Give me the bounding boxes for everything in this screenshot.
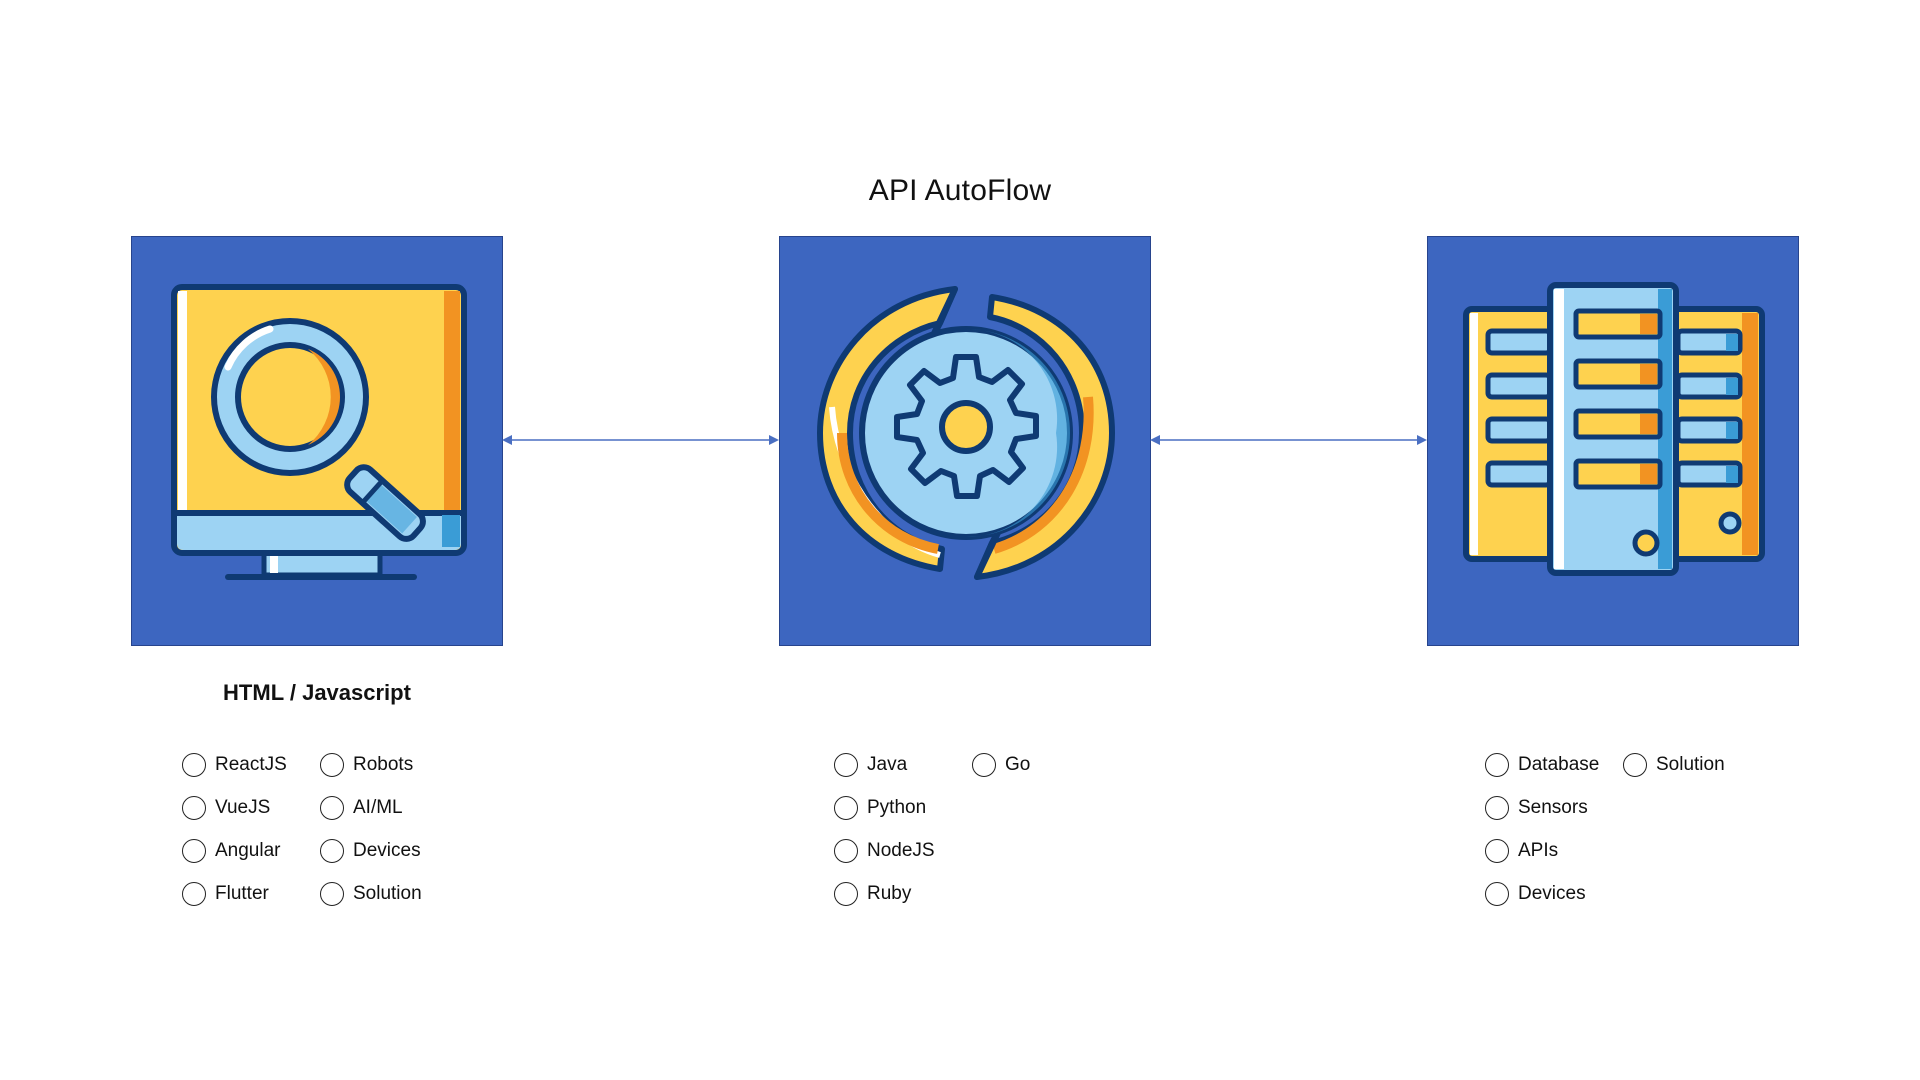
option-label: AI/ML [353, 797, 403, 818]
server-rack-icon [1463, 282, 1765, 576]
option-label: Java [867, 754, 908, 775]
radio-button[interactable] [1485, 796, 1509, 820]
radio-button[interactable] [320, 839, 344, 863]
radio-button[interactable] [1485, 882, 1509, 906]
radio-button[interactable] [320, 796, 344, 820]
left-connector-arrow [502, 435, 779, 445]
option-flutter[interactable]: Flutter [182, 880, 269, 908]
option-nodejs[interactable]: NodeJS [834, 837, 935, 865]
radio-button[interactable] [182, 753, 206, 777]
option-label: Angular [215, 840, 281, 861]
option-devices[interactable]: Devices [320, 837, 421, 865]
option-label: Solution [1656, 754, 1725, 775]
option-label: ReactJS [215, 754, 287, 775]
option-solution[interactable]: Solution [320, 880, 422, 908]
option-go[interactable]: Go [972, 751, 1030, 779]
option-label: Solution [353, 883, 422, 904]
radio-button[interactable] [1485, 753, 1509, 777]
option-reactjs[interactable]: ReactJS [182, 751, 287, 779]
option-ai-ml[interactable]: AI/ML [320, 794, 403, 822]
radio-button[interactable] [1623, 753, 1647, 777]
diagram-title: API AutoFlow [868, 174, 1052, 207]
right-connector-arrow [1150, 435, 1427, 445]
option-sensors[interactable]: Sensors [1485, 794, 1588, 822]
option-label: Devices [1518, 883, 1586, 904]
option-label: APIs [1518, 840, 1559, 861]
option-ruby[interactable]: Ruby [834, 880, 911, 908]
option-label: VueJS [215, 797, 271, 818]
option-label: Robots [353, 754, 414, 775]
radio-button[interactable] [834, 882, 858, 906]
frontend-panel [131, 236, 503, 646]
option-robots[interactable]: Robots [320, 751, 413, 779]
option-devices-data[interactable]: Devices [1485, 880, 1586, 908]
option-database[interactable]: Database [1485, 751, 1599, 779]
option-label: Sensors [1518, 797, 1588, 818]
option-label: NodeJS [867, 840, 935, 861]
option-angular[interactable]: Angular [182, 837, 281, 865]
radio-button[interactable] [182, 839, 206, 863]
option-java[interactable]: Java [834, 751, 907, 779]
frontend-group-label: HTML / Javascript [223, 680, 411, 705]
backend-panel [779, 236, 1151, 646]
option-python[interactable]: Python [834, 794, 926, 822]
radio-button[interactable] [320, 753, 344, 777]
radio-button[interactable] [834, 753, 858, 777]
option-label: Ruby [867, 883, 912, 904]
option-solution-data[interactable]: Solution [1623, 751, 1725, 779]
radio-button[interactable] [320, 882, 344, 906]
radio-button[interactable] [182, 882, 206, 906]
option-vuejs[interactable]: VueJS [182, 794, 270, 822]
option-label: Python [867, 797, 927, 818]
sync-gear-icon [817, 286, 1115, 580]
option-apis[interactable]: APIs [1485, 837, 1558, 865]
radio-button[interactable] [972, 753, 996, 777]
option-label: Go [1005, 754, 1031, 775]
data-panel [1427, 236, 1799, 646]
option-label: Flutter [215, 883, 269, 904]
radio-button[interactable] [834, 839, 858, 863]
option-label: Devices [353, 840, 421, 861]
radio-button[interactable] [182, 796, 206, 820]
radio-button[interactable] [834, 796, 858, 820]
monitor-magnifier-icon [171, 284, 467, 580]
radio-button[interactable] [1485, 839, 1509, 863]
option-label: Database [1518, 754, 1600, 775]
